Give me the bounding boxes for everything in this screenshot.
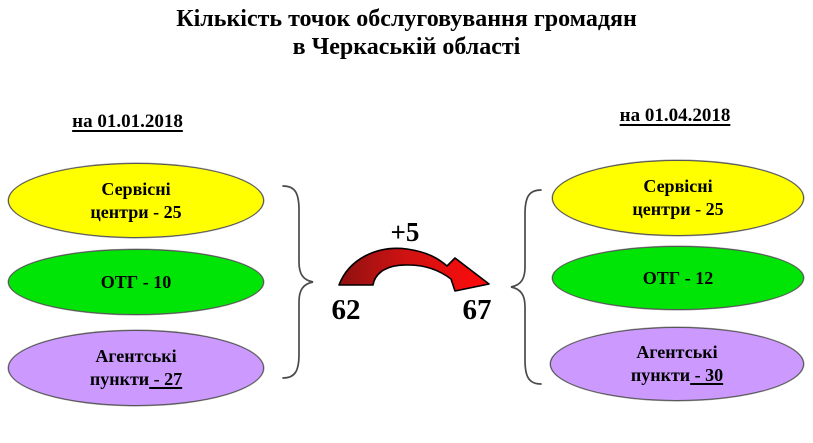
left-service-centers-ellipse: Сервісні центри - 25 — [8, 163, 264, 238]
ellipse-label-line2: центри - 25 — [90, 201, 181, 224]
opening-brace-icon — [510, 189, 542, 385]
left-date-heading: на 01.01.2018 — [72, 111, 183, 132]
page-title-line1: Кількість точок обслуговування громадян — [176, 6, 637, 32]
page-title-line2: в Черкаській області — [292, 34, 521, 61]
increase-arrow-icon — [338, 247, 490, 292]
page-title: Кількість точок обслуговування громадян … — [0, 5, 813, 62]
label-underlined-value: - 27 — [149, 369, 183, 389]
left-total-value: 62 — [331, 294, 361, 326]
ellipse-label-line1: Сервісні — [643, 176, 713, 196]
right-service-centers-ellipse: Сервісні центри - 25 — [552, 160, 804, 236]
ellipse-label-line1: Агентські — [636, 342, 718, 362]
right-total-value: 67 — [462, 294, 492, 326]
label-text: пункти — [630, 365, 691, 385]
ellipse-label-line2: пункти - 30 — [631, 364, 723, 387]
label-underlined-value: - 30 — [690, 365, 724, 385]
label-text: центри - 25 — [90, 201, 182, 222]
closing-brace-icon — [282, 185, 314, 379]
label-text: пункти — [89, 369, 150, 389]
label-text: центри - 25 — [632, 199, 724, 219]
right-date-heading: на 01.04.2018 — [619, 105, 731, 126]
left-agent-points-ellipse: Агентські пункти - 27 — [8, 330, 264, 406]
ellipse-label-line1: Агентські — [95, 346, 177, 366]
ellipse-label-line1: Сервісні — [101, 178, 171, 199]
ellipse-label-line1: ОТГ - 12 — [642, 267, 714, 288]
ellipse-label-line1: ОТГ - 10 — [100, 271, 172, 292]
ellipse-label-line2: пункти - 27 — [90, 368, 182, 391]
delta-label: +5 — [390, 217, 420, 247]
left-otg-ellipse: ОТГ - 10 — [8, 249, 264, 315]
right-agent-points-ellipse: Агентські пункти - 30 — [550, 327, 804, 401]
right-otg-ellipse: ОТГ - 12 — [552, 246, 804, 310]
ellipse-label-line2: центри - 25 — [632, 198, 723, 221]
